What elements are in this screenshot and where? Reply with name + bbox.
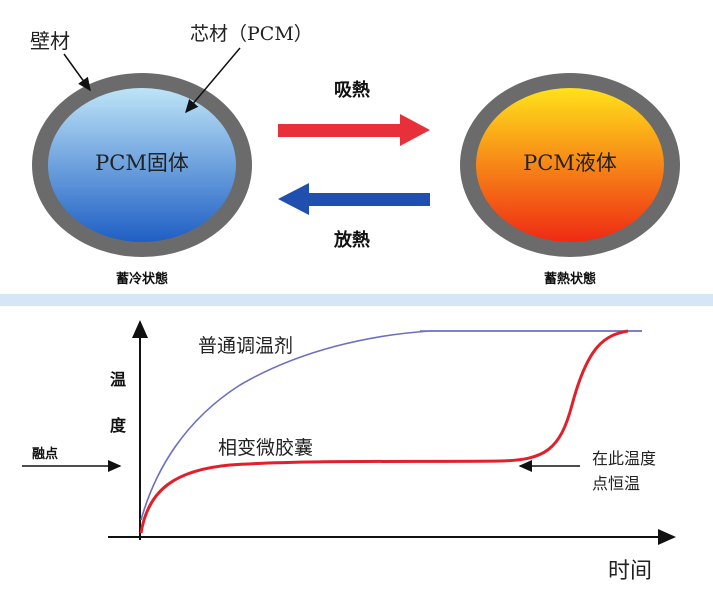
constant-temp-line-2: 点恒温 [592,474,640,493]
pcm-curve [139,329,629,534]
core-label: 芯材（PCM） [190,23,313,45]
panel-divider [0,294,713,306]
x-axis-label: 时间 [608,559,652,584]
melting-point-label: 融点 [32,446,58,462]
temperature-chart: 温 度 时间 融点 普通调温剂 相变微胶囊 在此温度 点恒温 [22,320,676,584]
wall-label: 壁材 [30,29,70,53]
y-label-2: 度 [110,416,127,435]
capsule-core-solid [48,88,236,242]
absorb-label: 吸熱 [334,79,370,101]
release-arrow [278,183,430,215]
normal-curve [140,330,642,521]
pcm-curve-label: 相变微胶囊 [218,437,313,459]
cold-state-label: 蓄冷状態 [116,271,168,287]
heat-state-label: 蓄熱状態 [544,271,596,287]
liquid-capsule: PCM液体 [460,73,680,257]
y-label-1: 温 [109,370,126,389]
constant-temp-line-1: 在此温度 [592,449,656,468]
top-panel: PCM固体 PCM液体 壁材 芯材（PCM） 吸熱 放熱 蓄冷状態 蓄熱状態 [30,23,680,287]
capsule-core-liquid [476,88,664,242]
release-label: 放熱 [333,229,370,251]
wall-pointer [63,53,91,92]
solid-capsule: PCM固体 [32,73,252,257]
absorb-arrow [278,114,430,146]
solid-label: PCM固体 [95,151,189,175]
core-pointer [185,47,241,114]
normal-curve-label: 普通调温剂 [198,335,293,357]
liquid-label: PCM液体 [523,151,617,175]
